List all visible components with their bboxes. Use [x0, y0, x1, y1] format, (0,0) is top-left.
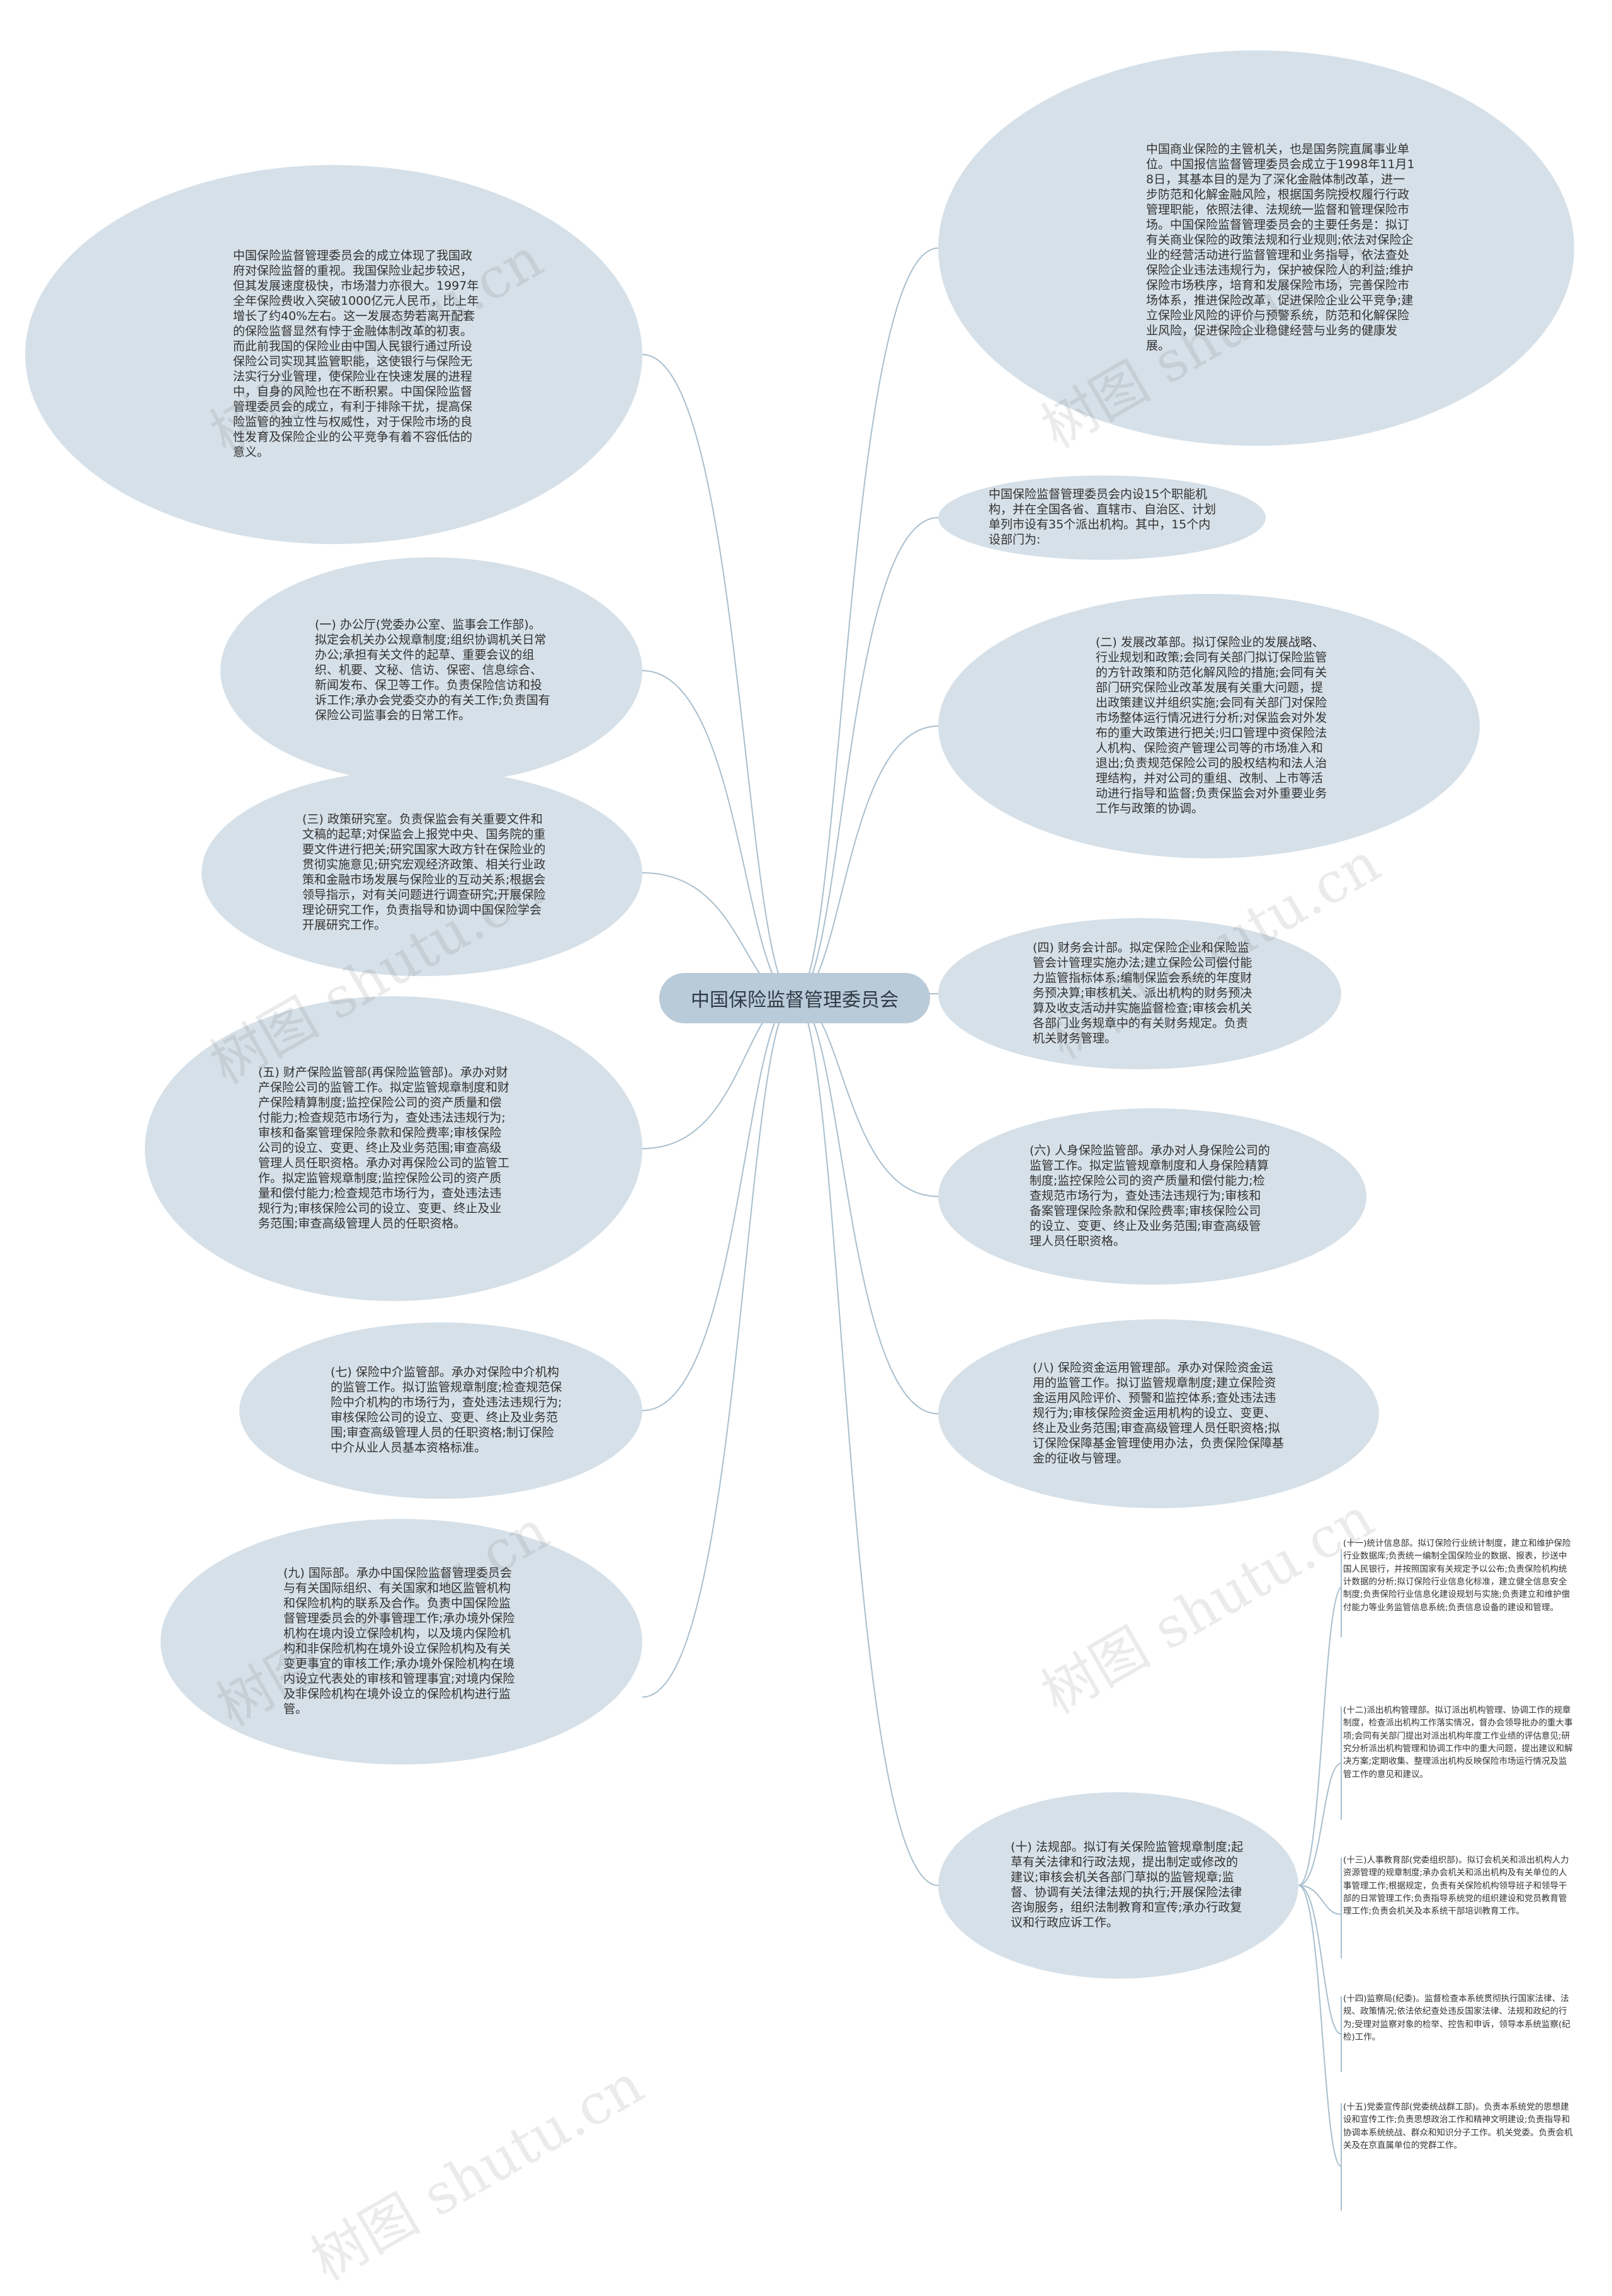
node-general-office-text: (一) 办公厅(党委办公室、监事会工作部)。拟定会机关办公规章制度;组织协调机关…	[315, 618, 550, 722]
leaf-personnel[interactable]: (十三)人事教育部(党委组织部)。拟订会机关和派出机构人力资源管理的规章制度;承…	[1343, 1853, 1574, 1967]
node-property-insurance-text: (五) 财产保险监管部(再保险监管部)。承办对财产保险公司的监管工作。拟定监管规…	[258, 1066, 510, 1230]
node-finance-accounting-text: (四) 财务会计部。拟定保险企业和保险监管会计管理实施办法;建立保险公司偿付能力…	[1033, 941, 1252, 1045]
leaf-branch-management-text: (十二)派出机构管理部。拟订派出机构管理、协调工作的规章制度，检查派出机构工作落…	[1343, 1705, 1573, 1780]
node-intermediary[interactable]: (七) 保险中介监管部。承办对保险中介机构的监管工作。拟订监管规章制度;检查规范…	[239, 1322, 642, 1499]
central-topic[interactable]: 中国保险监督管理委员会	[659, 973, 930, 1023]
node-life-insurance[interactable]: (六) 人身保险监管部。承办对人身保险公司的监管工作。拟定监管规章制度和人身保险…	[938, 1108, 1366, 1285]
node-fund-management-text: (八) 保险资金运用管理部。承办对保险资金运用的监管工作。拟订监管规章制度;建立…	[1033, 1361, 1285, 1465]
leaf-personnel-text: (十三)人事教育部(党委组织部)。拟订会机关和派出机构人力资源管理的规章制度;承…	[1343, 1855, 1569, 1917]
leaf-statistics[interactable]: (十一)统计信息部。拟订保险行业统计制度，建立和维护保险行业数据库;负责统一编制…	[1343, 1537, 1574, 1675]
leaf-statistics-text: (十一)统计信息部。拟订保险行业统计制度，建立和维护保险行业数据库;负责统一编制…	[1343, 1538, 1571, 1613]
node-overview-text: 中国商业保险的主管机关，也是国务院直属事业单位。中国报信监督管理委员会成立于19…	[1146, 142, 1415, 353]
leaf-supervision[interactable]: (十四)监察局(纪委)。监督检查本系统贯彻执行国家法律、法规、政策情况;依法依纪…	[1343, 1992, 1574, 2074]
node-general-office[interactable]: (一) 办公厅(党委办公室、监事会工作部)。拟定会机关办公规章制度;组织协调机关…	[220, 557, 642, 784]
node-structure-intro[interactable]: 中国保险监督管理委员会内设15个职能机构，并在全国各省、直辖市、自治区、计划单列…	[938, 475, 1266, 560]
node-policy-research[interactable]: (三) 政策研究室。负责保监会有关重要文件和文稿的起草;对保监会上报党中央、国务…	[202, 770, 642, 976]
node-international-text: (九) 国际部。承办中国保险监督管理委员会与有关国际组织、有关国家和地区监管机构…	[283, 1566, 515, 1716]
leaf-supervision-text: (十四)监察局(纪委)。监督检查本系统贯彻执行国家法律、法规、政策情况;依法依纪…	[1343, 1994, 1570, 2043]
node-development-reform-text: (二) 发展改革部。拟订保险业的发展战略、行业规划和政策;会同有关部门拟订保险监…	[1096, 635, 1327, 816]
node-legal-text: (十) 法规部。拟订有关保险监管规章制度;起草有关法律和行政法规，提出制定或修改…	[1011, 1840, 1244, 1929]
node-legal[interactable]: (十) 法规部。拟订有关保险监管规章制度;起草有关法律和行政法规，提出制定或修改…	[938, 1792, 1298, 1979]
leaf-publicity-text: (十五)党委宣传部(党委统战群工部)。负责本系统党的思想建设和宣传工作;负责思想…	[1343, 2102, 1573, 2151]
node-property-insurance[interactable]: (五) 财产保险监管部(再保险监管部)。承办对财产保险公司的监管工作。拟定监管规…	[145, 996, 642, 1301]
node-finance-accounting[interactable]: (四) 财务会计部。拟定保险企业和保险监管会计管理实施办法;建立保险公司偿付能力…	[938, 918, 1341, 1069]
central-topic-label: 中国保险监督管理委员会	[691, 989, 899, 1011]
node-significance[interactable]: 中国保险监督管理委员会的成立体现了我国政府对保险监督的重视。我国保险业起步较迟，…	[25, 165, 642, 544]
node-intermediary-text: (七) 保险中介监管部。承办对保险中介机构的监管工作。拟订监管规章制度;检查规范…	[331, 1365, 562, 1455]
node-international[interactable]: (九) 国际部。承办中国保险监督管理委员会与有关国际组织、有关国家和地区监管机构…	[161, 1519, 642, 1765]
node-structure-intro-text: 中国保险监督管理委员会内设15个职能机构，并在全国各省、直辖市、自治区、计划单列…	[989, 487, 1217, 547]
node-overview[interactable]: 中国商业保险的主管机关，也是国务院直属事业单位。中国报信监督管理委员会成立于19…	[938, 50, 1574, 446]
node-significance-text: 中国保险监督管理委员会的成立体现了我国政府对保险监督的重视。我国保险业起步较迟，…	[233, 249, 479, 459]
leaf-branch-management[interactable]: (十二)派出机构管理部。拟订派出机构管理、协调工作的规章制度，检查派出机构工作落…	[1343, 1703, 1574, 1829]
node-policy-research-text: (三) 政策研究室。负责保监会有关重要文件和文稿的起草;对保监会上报党中央、国务…	[302, 812, 546, 932]
node-fund-management[interactable]: (八) 保险资金运用管理部。承办对保险资金运用的监管工作。拟订监管规章制度;建立…	[938, 1319, 1379, 1508]
node-life-insurance-text: (六) 人身保险监管部。承办对人身保险公司的监管工作。拟定监管规章制度和人身保险…	[1030, 1144, 1270, 1248]
leaf-publicity[interactable]: (十五)党委宣传部(党委统战群工部)。负责本系统党的思想建设和宣传工作;负责思想…	[1343, 2100, 1574, 2201]
node-development-reform[interactable]: (二) 发展改革部。拟订保险业的发展战略、行业规划和政策;会同有关部门拟订保险监…	[938, 594, 1480, 858]
